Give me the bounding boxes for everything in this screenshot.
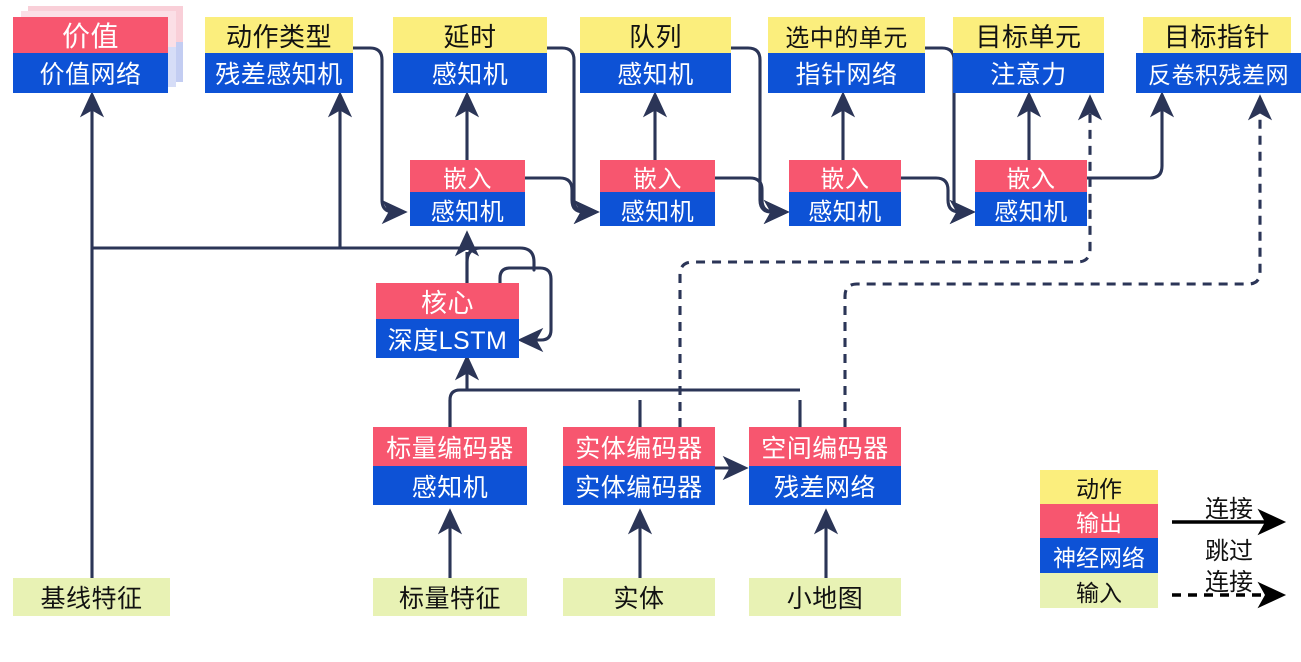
node-embed-2-output-label: 嵌入 xyxy=(600,160,715,193)
node-baseline-features[interactable]: 基线特征 xyxy=(13,578,170,616)
node-target-point-action-label: 目标指针 xyxy=(1143,17,1291,53)
node-target-point[interactable]: 目标指针 xyxy=(1143,17,1291,53)
node-core-output-label: 核心 xyxy=(376,283,519,319)
node-entity-encoder[interactable]: 实体编码器 实体编码器 xyxy=(563,427,715,505)
legend-swatch-output: 输出 xyxy=(1040,504,1158,538)
legend-arrows xyxy=(1172,508,1287,609)
node-core-nn-label: 深度LSTM xyxy=(376,319,519,358)
node-embed-2-nn-label: 感知机 xyxy=(600,192,715,226)
node-spatial-encoder-nn-label: 残差网络 xyxy=(749,466,901,505)
node-queue-nn-label: 感知机 xyxy=(580,53,731,93)
node-entities-label: 实体 xyxy=(563,578,715,616)
node-scalar-features[interactable]: 标量特征 xyxy=(373,578,527,616)
wire-selectedunits-to-embed4 xyxy=(925,46,976,225)
node-embed-4-output-label: 嵌入 xyxy=(975,160,1087,193)
node-action-type-action-label: 动作类型 xyxy=(205,17,353,53)
legend-swatch-neural-network: 神经网络 xyxy=(1040,538,1158,573)
node-core[interactable]: 核心 深度LSTM xyxy=(376,283,519,358)
node-selected-units-nn-label: 指针网络 xyxy=(768,53,925,93)
node-scalar-features-label: 标量特征 xyxy=(373,578,527,616)
legend-swatches: 动作 输出 神经网络 输入 xyxy=(1040,470,1158,608)
node-delay-nn-label: 感知机 xyxy=(393,53,547,93)
wire-encoders-bus xyxy=(448,388,800,427)
wire-embed1-to-embed2 xyxy=(525,176,600,225)
legend-skip-label-line1: 跳过 xyxy=(1205,538,1253,565)
node-action-type-nn-label: 残差感知机 xyxy=(205,53,353,93)
node-target-unit[interactable]: 目标单元 注意力 xyxy=(953,17,1104,93)
node-embed-1-output-label: 嵌入 xyxy=(410,160,525,193)
node-entities[interactable]: 实体 xyxy=(563,578,715,616)
node-selected-units-action-label: 选中的单元 xyxy=(768,17,925,53)
node-queue-action-label: 队列 xyxy=(580,17,731,53)
node-value-nn-label: 价值网络 xyxy=(13,53,168,93)
wire-delay-to-embed2 xyxy=(547,46,600,225)
node-delay[interactable]: 延时 感知机 xyxy=(393,17,547,93)
node-embed-1-nn-label: 感知机 xyxy=(410,192,525,226)
node-value-output-label: 价值 xyxy=(13,17,168,53)
skip-spatial-to-targetpoint xyxy=(843,94,1273,427)
node-target-point-nn-label: 反卷积残差网 xyxy=(1136,53,1301,93)
node-target-unit-nn-label: 注意力 xyxy=(953,53,1104,93)
node-scalar-encoder[interactable]: 标量编码器 感知机 xyxy=(373,427,527,505)
node-embed-3[interactable]: 嵌入 感知机 xyxy=(789,160,901,226)
node-action-type[interactable]: 动作类型 残差感知机 xyxy=(205,17,353,93)
node-embed-4[interactable]: 嵌入 感知机 xyxy=(975,160,1087,226)
node-selected-units[interactable]: 选中的单元 指针网络 xyxy=(768,17,925,93)
wire-embed3-to-embed4 xyxy=(901,176,976,225)
node-spatial-encoder-output-label: 空间编码器 xyxy=(749,427,901,466)
wire-actiontype-to-embed1 xyxy=(353,46,408,225)
node-minimap-label: 小地图 xyxy=(749,578,901,616)
legend-swatch-action: 动作 xyxy=(1040,470,1158,504)
node-delay-action-label: 延时 xyxy=(393,17,547,53)
node-entity-encoder-output-label: 实体编码器 xyxy=(563,427,715,466)
node-embed-1[interactable]: 嵌入 感知机 xyxy=(410,160,525,226)
legend-swatch-input: 输入 xyxy=(1040,573,1158,608)
node-spatial-encoder[interactable]: 空间编码器 残差网络 xyxy=(749,427,901,505)
wire-embed2-to-embed3 xyxy=(715,176,790,225)
node-embed-3-output-label: 嵌入 xyxy=(789,160,901,193)
wire-queue-to-embed3 xyxy=(731,46,790,225)
node-entity-encoder-nn-label: 实体编码器 xyxy=(563,466,715,505)
node-target-point-nn[interactable]: 反卷积残差网 xyxy=(1136,53,1301,93)
legend-connect-label: 连接 xyxy=(1205,496,1253,523)
node-scalar-encoder-nn-label: 感知机 xyxy=(373,466,527,505)
node-scalar-encoder-output-label: 标量编码器 xyxy=(373,427,527,466)
node-embed-2[interactable]: 嵌入 感知机 xyxy=(600,160,715,226)
node-target-unit-action-label: 目标单元 xyxy=(953,17,1104,53)
node-value[interactable]: 价值 价值网络 xyxy=(13,17,168,93)
wire-embed4-to-targetpoint xyxy=(1087,91,1175,180)
node-embed-4-nn-label: 感知机 xyxy=(975,192,1087,226)
node-embed-3-nn-label: 感知机 xyxy=(789,192,901,226)
node-baseline-features-label: 基线特征 xyxy=(13,578,170,616)
node-minimap[interactable]: 小地图 xyxy=(749,578,901,616)
legend-skip-label-line2: 连接 xyxy=(1205,569,1253,596)
node-queue[interactable]: 队列 感知机 xyxy=(580,17,731,93)
wire-core-recurrent xyxy=(498,266,553,353)
